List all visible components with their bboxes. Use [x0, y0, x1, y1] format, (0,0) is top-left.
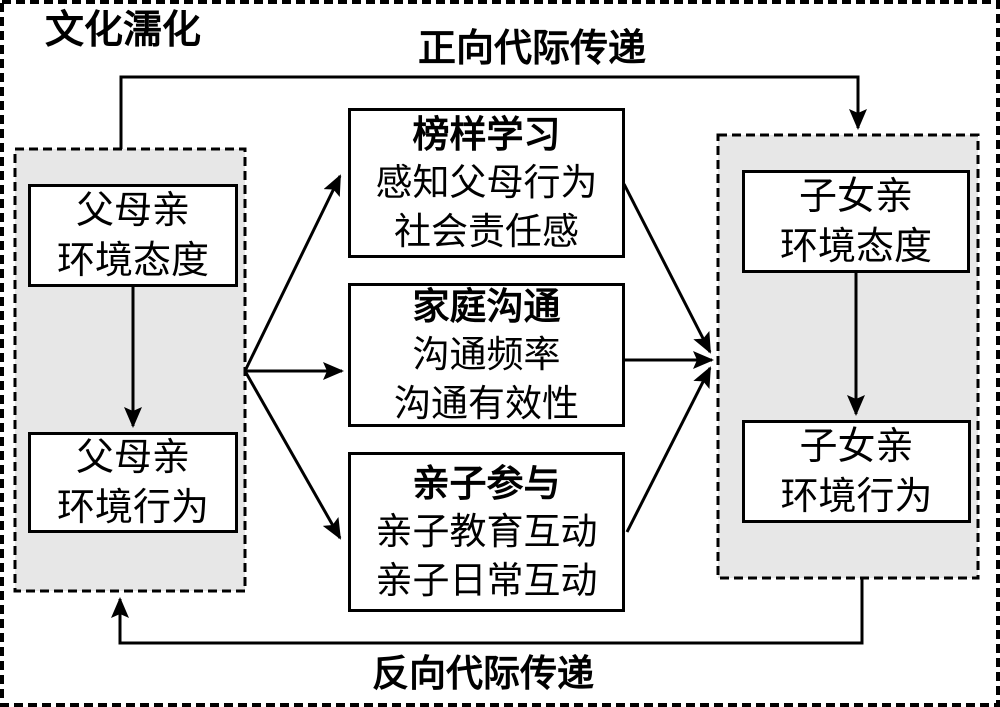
child-attitude-box: 子女亲 环境态度: [742, 170, 970, 273]
modeling-to-children-arrow: [622, 183, 712, 354]
backward-transmission-label: 反向代际传递: [372, 653, 594, 694]
child-behavior-box: 子女亲 环境行为: [742, 420, 971, 523]
parent-behavior-line1: 父母亲: [75, 436, 190, 479]
child-behavior-line1: 子女亲: [799, 425, 914, 468]
modeling-learning-item2: 社会责任感: [394, 211, 579, 253]
diagram-title: 文化濡化: [45, 9, 202, 52]
parent-attitude-line1: 父母亲: [75, 189, 190, 232]
family-communication-title: 家庭沟通: [412, 285, 561, 327]
parent-behavior-box: 父母亲 环境行为: [28, 432, 238, 533]
parent-attitude-line2: 环境态度: [56, 239, 209, 282]
parent-child-involvement-item2: 亲子日常互动: [375, 560, 598, 602]
family-communication-box: 家庭沟通 沟通频率 沟通有效性: [348, 283, 625, 427]
modeling-learning-item1: 感知父母行为: [375, 162, 598, 204]
modeling-learning-box: 榜样学习 感知父母行为 社会责任感: [348, 108, 625, 258]
child-attitude-line1: 子女亲: [798, 175, 913, 218]
involvement-to-children-arrow: [625, 366, 712, 533]
family-communication-item2: 沟通有效性: [394, 383, 579, 425]
modeling-learning-title: 榜样学习: [412, 113, 561, 155]
parent-child-involvement-title: 亲子参与: [412, 462, 561, 504]
parent-attitude-box: 父母亲 环境态度: [28, 184, 238, 287]
family-communication-item1: 沟通频率: [412, 334, 561, 376]
parent-behavior-line2: 环境行为: [56, 486, 209, 529]
child-behavior-line2: 环境行为: [780, 475, 933, 518]
parent-child-involvement-item1: 亲子教育互动: [375, 511, 598, 553]
parent-child-involvement-box: 亲子参与 亲子教育互动 亲子日常互动: [348, 452, 625, 612]
child-attitude-line2: 环境态度: [779, 225, 932, 268]
parents-to-involvement-arrow: [243, 370, 342, 540]
parents-to-modeling-arrow: [243, 174, 342, 372]
forward-transmission-label: 正向代际传递: [418, 28, 647, 70]
